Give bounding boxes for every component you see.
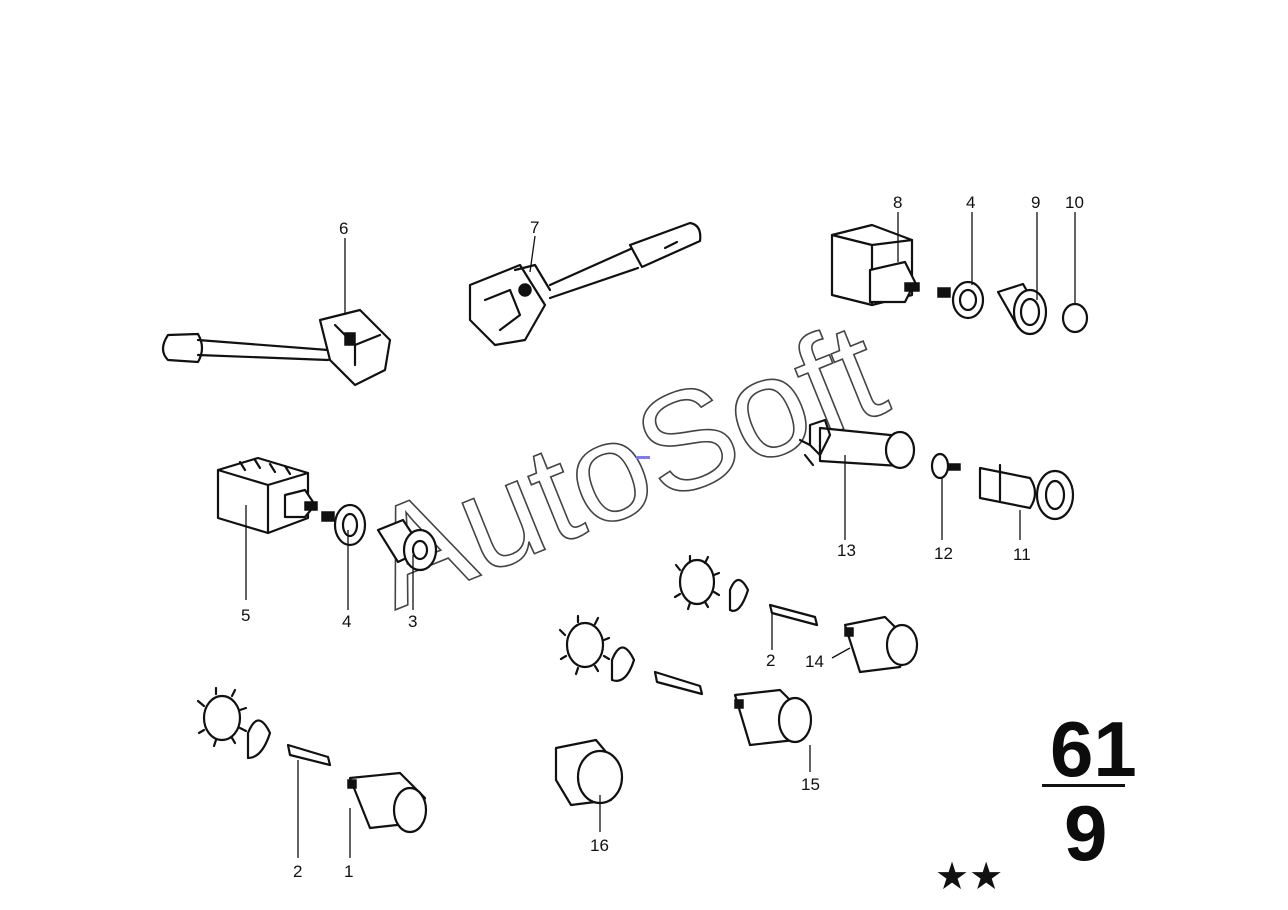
callout-3: 3 bbox=[408, 612, 417, 631]
callout-6: 6 bbox=[339, 219, 348, 238]
part-9-knob bbox=[996, 282, 1048, 336]
part-7-lever-switch bbox=[468, 221, 702, 347]
part-6-lever-switch bbox=[161, 308, 392, 387]
callout-14: 14 bbox=[805, 652, 824, 671]
group-number: 61 9 bbox=[1042, 705, 1137, 877]
part-8-switch-housing bbox=[830, 223, 920, 307]
part-5-switch-block bbox=[216, 456, 318, 535]
part-12-washer bbox=[930, 452, 961, 480]
callout-1: 1 bbox=[344, 862, 353, 881]
watermark-text: AutoSoft bbox=[347, 291, 904, 638]
leader-lines bbox=[245, 212, 1076, 858]
part-10-ring bbox=[1061, 302, 1089, 334]
callout-15: 15 bbox=[801, 775, 820, 794]
callout-5: 5 bbox=[241, 606, 250, 625]
group-number-top: 61 bbox=[1050, 705, 1137, 793]
group-number-bottom: 9 bbox=[1064, 789, 1107, 877]
part-14-socket-group bbox=[673, 554, 919, 674]
callout-7: 7 bbox=[530, 218, 539, 237]
rating-stars: ★★ bbox=[935, 854, 1003, 898]
callout-10: 10 bbox=[1065, 193, 1084, 212]
callout-12: 12 bbox=[934, 544, 953, 563]
blue-mark bbox=[636, 456, 650, 459]
callout-8: 8 bbox=[893, 193, 902, 212]
callout-11: 11 bbox=[1013, 545, 1031, 564]
group-number-divider bbox=[1042, 784, 1125, 787]
part-13-lighter-body bbox=[798, 418, 916, 470]
callout-2-bottom: 2 bbox=[293, 862, 302, 881]
callout-13: 13 bbox=[837, 541, 856, 560]
part-1-socket-group bbox=[196, 686, 428, 834]
callout-4-mid: 4 bbox=[342, 612, 351, 631]
part-3-knob bbox=[376, 518, 438, 572]
part-16-cap bbox=[554, 738, 624, 807]
callout-2-mid: 2 bbox=[766, 651, 775, 670]
callout-16: 16 bbox=[590, 836, 609, 855]
callout-4-top: 4 bbox=[966, 193, 975, 212]
part-4-bezel-mid bbox=[321, 503, 367, 547]
part-15-socket-group bbox=[558, 614, 813, 747]
callout-9: 9 bbox=[1031, 193, 1040, 212]
part-4-bezel-top bbox=[937, 280, 985, 320]
part-11-lighter-insert bbox=[978, 463, 1075, 521]
